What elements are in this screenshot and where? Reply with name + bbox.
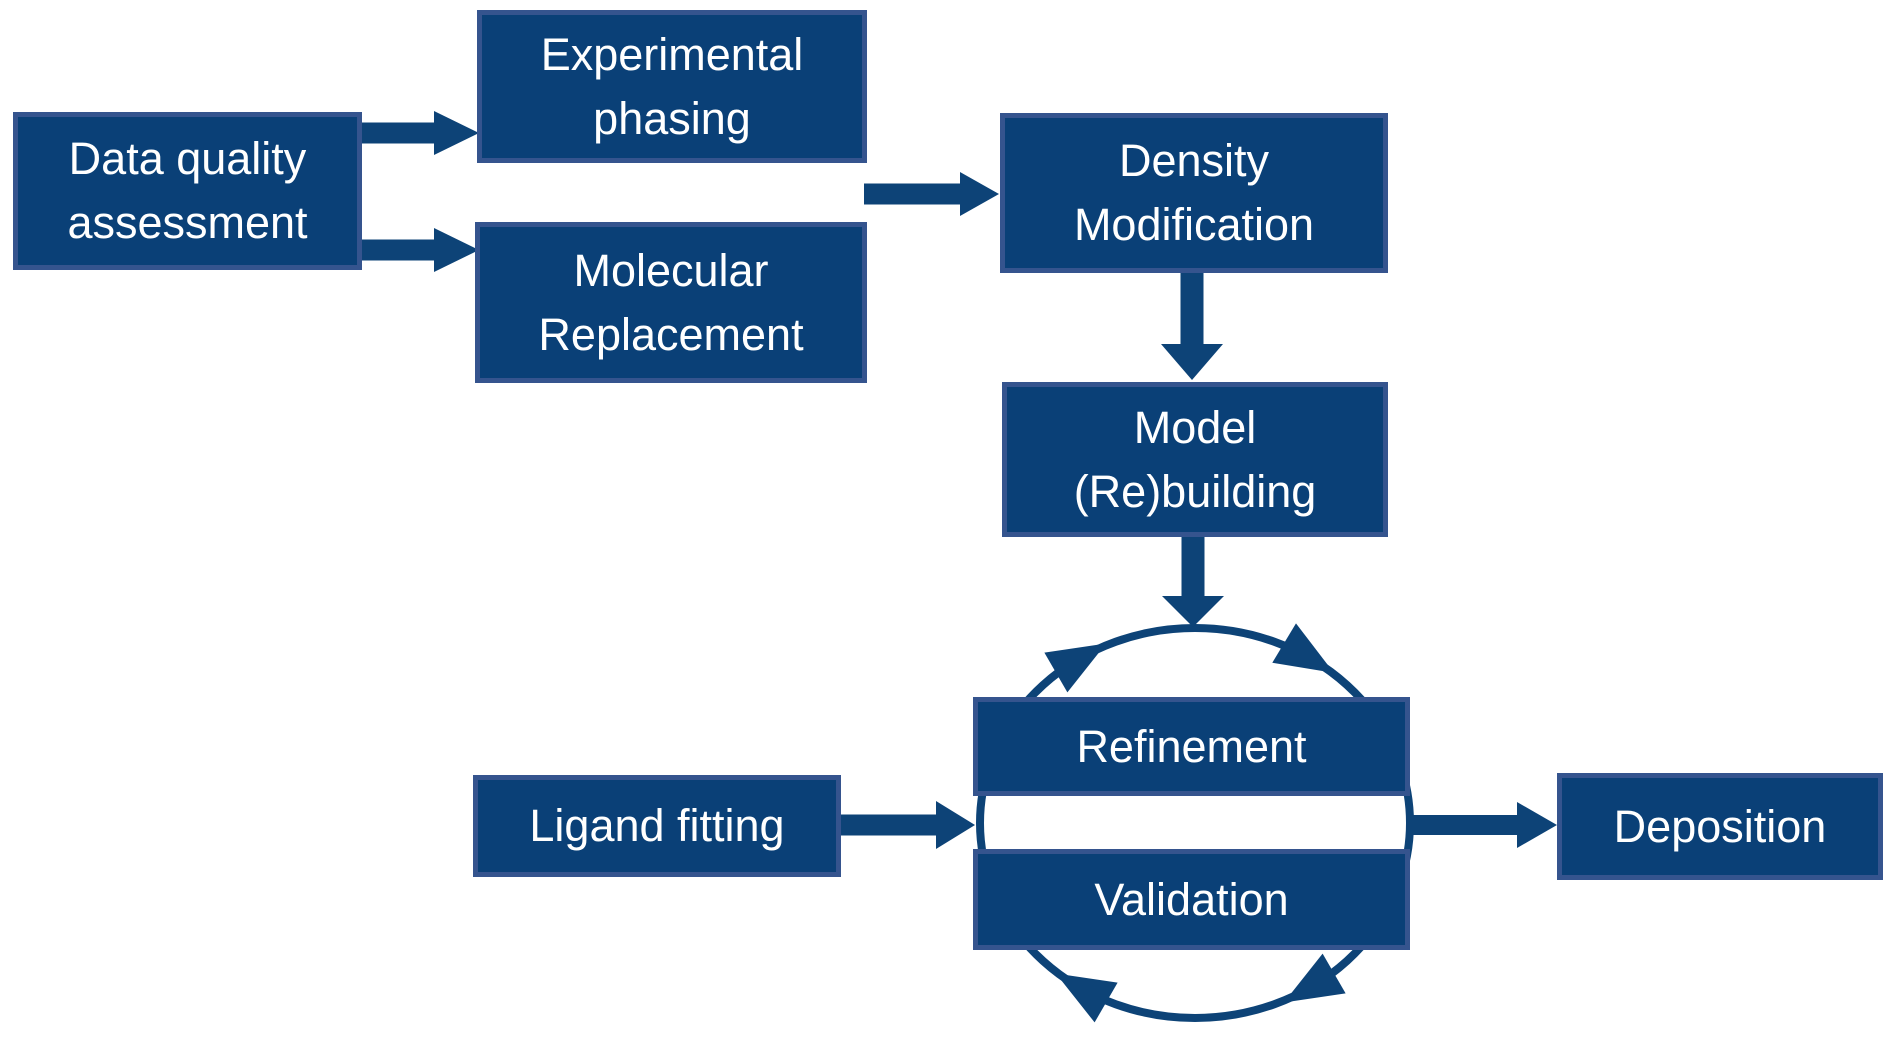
node-ligand-fitting: Ligand fitting [473, 775, 841, 877]
cycle-arrowhead-top-right [1272, 623, 1334, 673]
node-label-line: Validation [1094, 873, 1289, 925]
node-label-line: Experimental [540, 28, 804, 80]
node-validation: Validation [973, 849, 1410, 950]
flow-arrow-cycle-to-deposition [1411, 802, 1557, 848]
node-molecular-replacement: Molecular Replacement [475, 222, 867, 383]
flow-arrow-dataquality-to-molecular [362, 228, 479, 272]
node-label-line: Ligand fitting [529, 800, 785, 851]
cycle-arrowhead-bottom-right [1283, 953, 1346, 1003]
node-label-line: (Re)building [1073, 465, 1317, 517]
node-label-line: Refinement [1076, 720, 1307, 772]
node-label-line: Replacement [538, 308, 804, 360]
flow-arrow-phasing-to-density [864, 172, 999, 216]
flow-arrow-model-to-cycle [1162, 537, 1224, 627]
node-deposition: Deposition [1557, 773, 1883, 880]
flow-arrow-density-to-model [1161, 273, 1223, 380]
node-data-quality-assessment: Data quality assessment [13, 112, 362, 270]
node-experimental-phasing: Experimental phasing [477, 10, 867, 163]
flow-arrow-ligand-to-cycle [841, 801, 975, 849]
node-label-line: Modification [1073, 199, 1315, 250]
node-label-line: phasing [593, 92, 751, 144]
node-label-line: Density [1118, 135, 1270, 186]
node-density-modification: Density Modification [1000, 113, 1388, 273]
cycle-ring [976, 624, 1414, 1022]
node-label-line: Deposition [1613, 800, 1827, 852]
node-refinement: Refinement [973, 697, 1410, 796]
node-label-line: assessment [67, 197, 308, 248]
node-label-line: Data quality [68, 133, 307, 184]
node-label-line: Model [1133, 401, 1257, 453]
node-label-line: Molecular [573, 244, 769, 296]
cycle-arrowhead-top-left [1044, 643, 1107, 693]
cycle-arrowhead-bottom-left [1055, 973, 1118, 1023]
node-model-rebuilding: Model (Re)building [1002, 382, 1388, 537]
flow-arrow-dataquality-to-phasing [362, 111, 479, 155]
